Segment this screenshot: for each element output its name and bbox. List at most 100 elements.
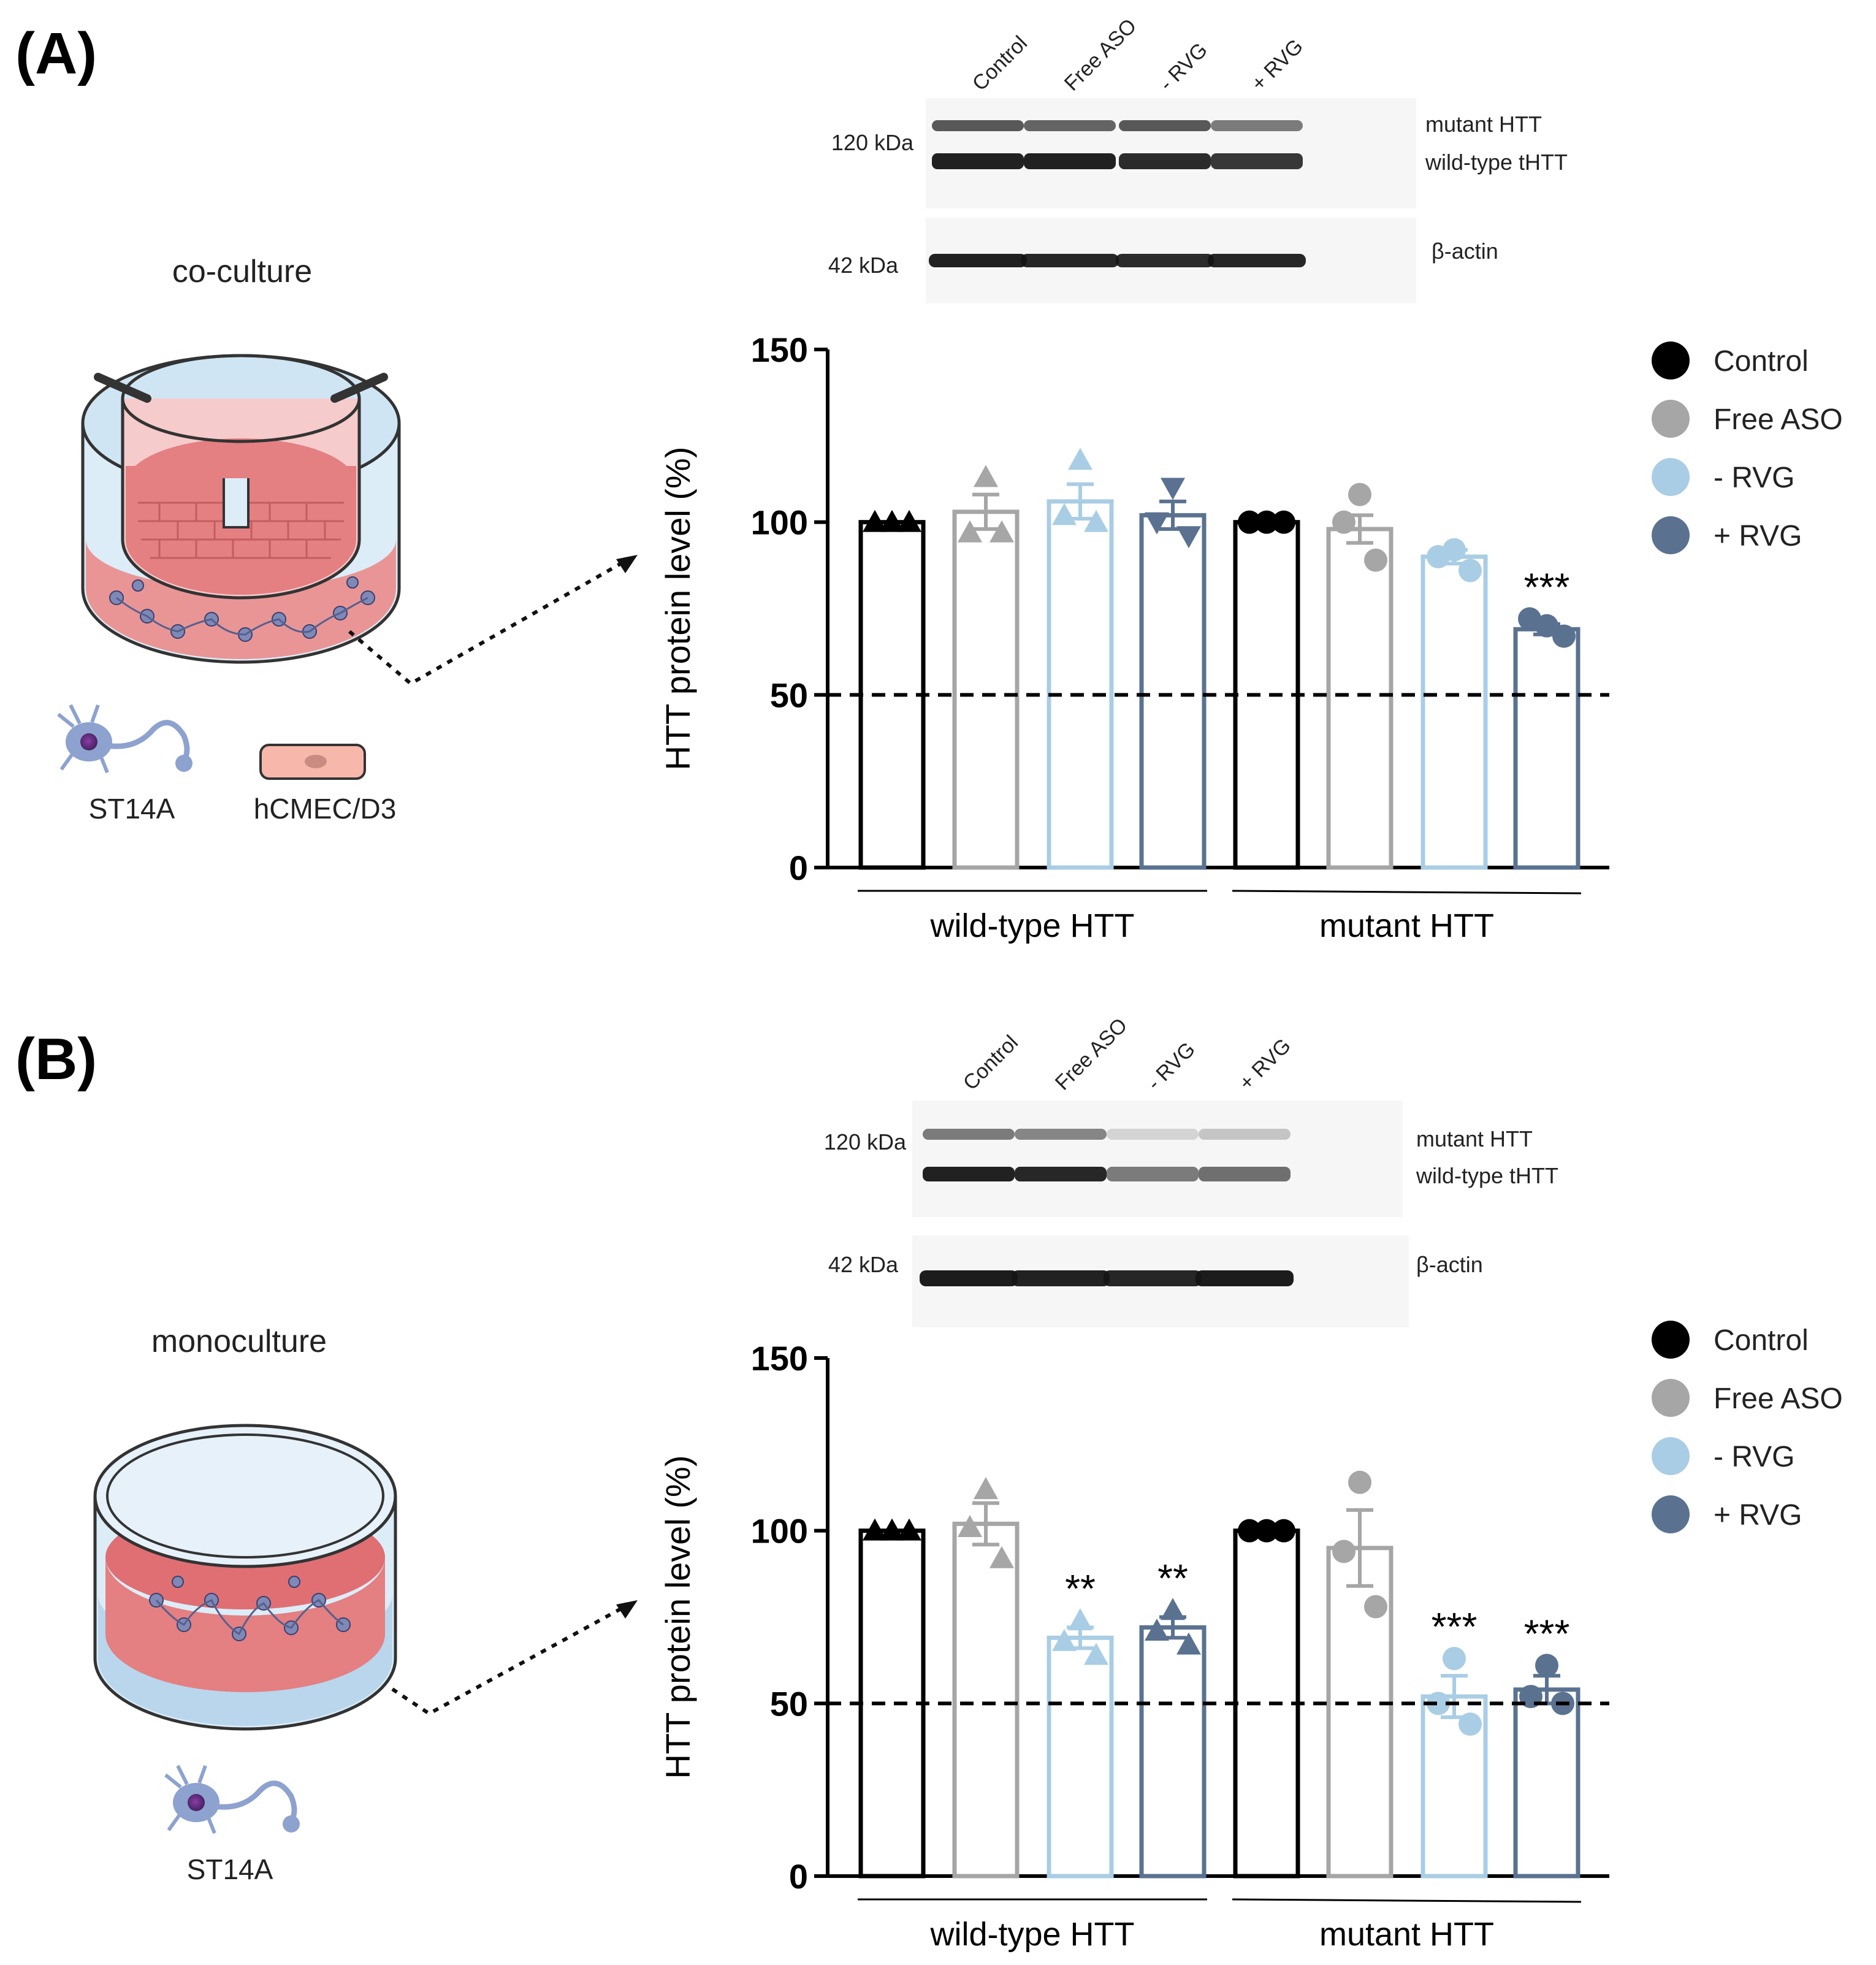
legend-label: Free ASO: [1714, 403, 1843, 436]
band-mutant-htt: [1024, 120, 1116, 131]
legend-label: - RVG: [1714, 1441, 1794, 1473]
band-label-wildtype-a: wild-type tHTT: [1425, 150, 1568, 175]
bar: [1513, 627, 1580, 870]
y-tick-label: 0: [789, 849, 808, 887]
bar: [1420, 554, 1488, 870]
y-tick-label: 50: [770, 1684, 808, 1723]
significance-label: **: [1157, 1556, 1188, 1600]
western-blot-b: 120 kDa 42 kDa mutant HTT wild-type tHTT…: [824, 1013, 1558, 1327]
data-point: [1458, 559, 1482, 582]
band-wildtype-htt: [1199, 1167, 1291, 1181]
band-wildtype-htt: [1211, 153, 1303, 169]
cell-label-hcmec-a: hCMEC/D3: [254, 793, 397, 825]
band-beta-actin: [1012, 1270, 1110, 1286]
bar: [858, 520, 926, 870]
bar: [1326, 527, 1394, 870]
data-point: [1052, 1628, 1077, 1651]
data-point: [1552, 624, 1576, 648]
data-point: [1364, 548, 1387, 572]
neuron-icon: [57, 704, 193, 774]
arrow-head-b: [616, 1600, 638, 1619]
band-label-actin-b: β-actin: [1416, 1252, 1483, 1277]
arrow-head-a: [616, 555, 638, 573]
legend-swatch: [1652, 1379, 1690, 1417]
band-mutant-htt: [1015, 1129, 1107, 1140]
panel-b: (B) monoculture ST14: [15, 1013, 1843, 1953]
data-point: [1535, 614, 1558, 638]
bar: [1047, 1635, 1114, 1879]
band-mutant-htt: [923, 1129, 1015, 1140]
data-point: [1238, 510, 1261, 534]
y-axis-label: HTT protein level (%): [658, 1455, 697, 1779]
neuron-icon: [164, 1765, 300, 1834]
data-point: [1272, 510, 1295, 534]
panel-label-b: (B): [15, 1026, 97, 1092]
band-label-mutant-b: mutant HTT: [1416, 1126, 1533, 1151]
band-mutant-htt: [1119, 120, 1211, 131]
bar: [1513, 1687, 1580, 1879]
y-tick-label: 100: [751, 503, 808, 542]
legend-label: Free ASO: [1714, 1383, 1843, 1415]
data-point: [880, 509, 904, 532]
monoculture-well-illustration: [93, 1424, 397, 1731]
marker-42kda-b: 42 kDa: [828, 1252, 899, 1277]
group-bracket: [1232, 1898, 1582, 1903]
data-point: [1176, 1632, 1201, 1655]
panel-label-a: (A): [15, 21, 97, 86]
band-beta-actin: [1116, 254, 1214, 267]
band-mutant-htt: [1211, 120, 1303, 131]
bar: [1233, 1528, 1300, 1879]
group-label: mutant HTT: [1319, 907, 1494, 944]
bar: [952, 1521, 1020, 1879]
band-mutant-htt: [932, 120, 1024, 131]
lane-label: + RVG: [1247, 34, 1308, 95]
band-wildtype-htt: [1015, 1167, 1107, 1181]
cell-label-st14a-a: ST14A: [89, 793, 175, 825]
data-point: [958, 1515, 982, 1538]
data-point: [1427, 1692, 1450, 1715]
bar: [1233, 520, 1300, 870]
bar: [952, 509, 1020, 870]
y-tick-label: 150: [751, 1339, 808, 1378]
bar: [1139, 513, 1207, 870]
data-point: [1332, 510, 1356, 534]
data-point: [974, 465, 998, 487]
significance-label: ***: [1524, 565, 1570, 609]
data-point: [1535, 1654, 1558, 1677]
significance-label: **: [1065, 1566, 1096, 1611]
bar: [1139, 1625, 1207, 1879]
band-beta-actin: [920, 1270, 1018, 1286]
legend-label: Control: [1714, 1324, 1809, 1357]
panel-a: (A) co-culture: [15, 14, 1843, 944]
legend-label: - RVG: [1714, 462, 1794, 494]
band-beta-actin: [1021, 254, 1119, 267]
band-wildtype-htt: [1024, 153, 1116, 169]
culture-label-a: co-culture: [172, 254, 312, 289]
band-mutant-htt: [1107, 1129, 1199, 1140]
data-point: [1084, 509, 1108, 532]
data-point: [1255, 510, 1278, 534]
data-point: [1427, 545, 1450, 568]
data-point: [1458, 1712, 1482, 1736]
lane-label: - RVG: [1143, 1037, 1200, 1094]
legend-swatch: [1652, 458, 1690, 496]
data-point: [863, 1518, 887, 1541]
y-tick-label: 0: [789, 1857, 808, 1896]
y-tick-label: 50: [770, 676, 808, 714]
y-tick-label: 150: [751, 330, 808, 369]
culture-label-b: monoculture: [151, 1324, 327, 1359]
data-point: [1068, 1608, 1092, 1631]
band-mutant-htt: [1199, 1129, 1291, 1140]
band-wildtype-htt: [932, 153, 1024, 169]
group-label: wild-type HTT: [929, 1916, 1134, 1953]
lane-label: Control: [968, 31, 1032, 95]
band-wildtype-htt: [1119, 153, 1211, 169]
data-point: [1238, 1519, 1261, 1543]
legend-swatch: [1652, 400, 1690, 438]
legend-swatch: [1652, 1437, 1690, 1475]
legend-label: Control: [1714, 345, 1809, 378]
data-point: [1145, 512, 1169, 535]
band-beta-actin: [1104, 1270, 1202, 1286]
